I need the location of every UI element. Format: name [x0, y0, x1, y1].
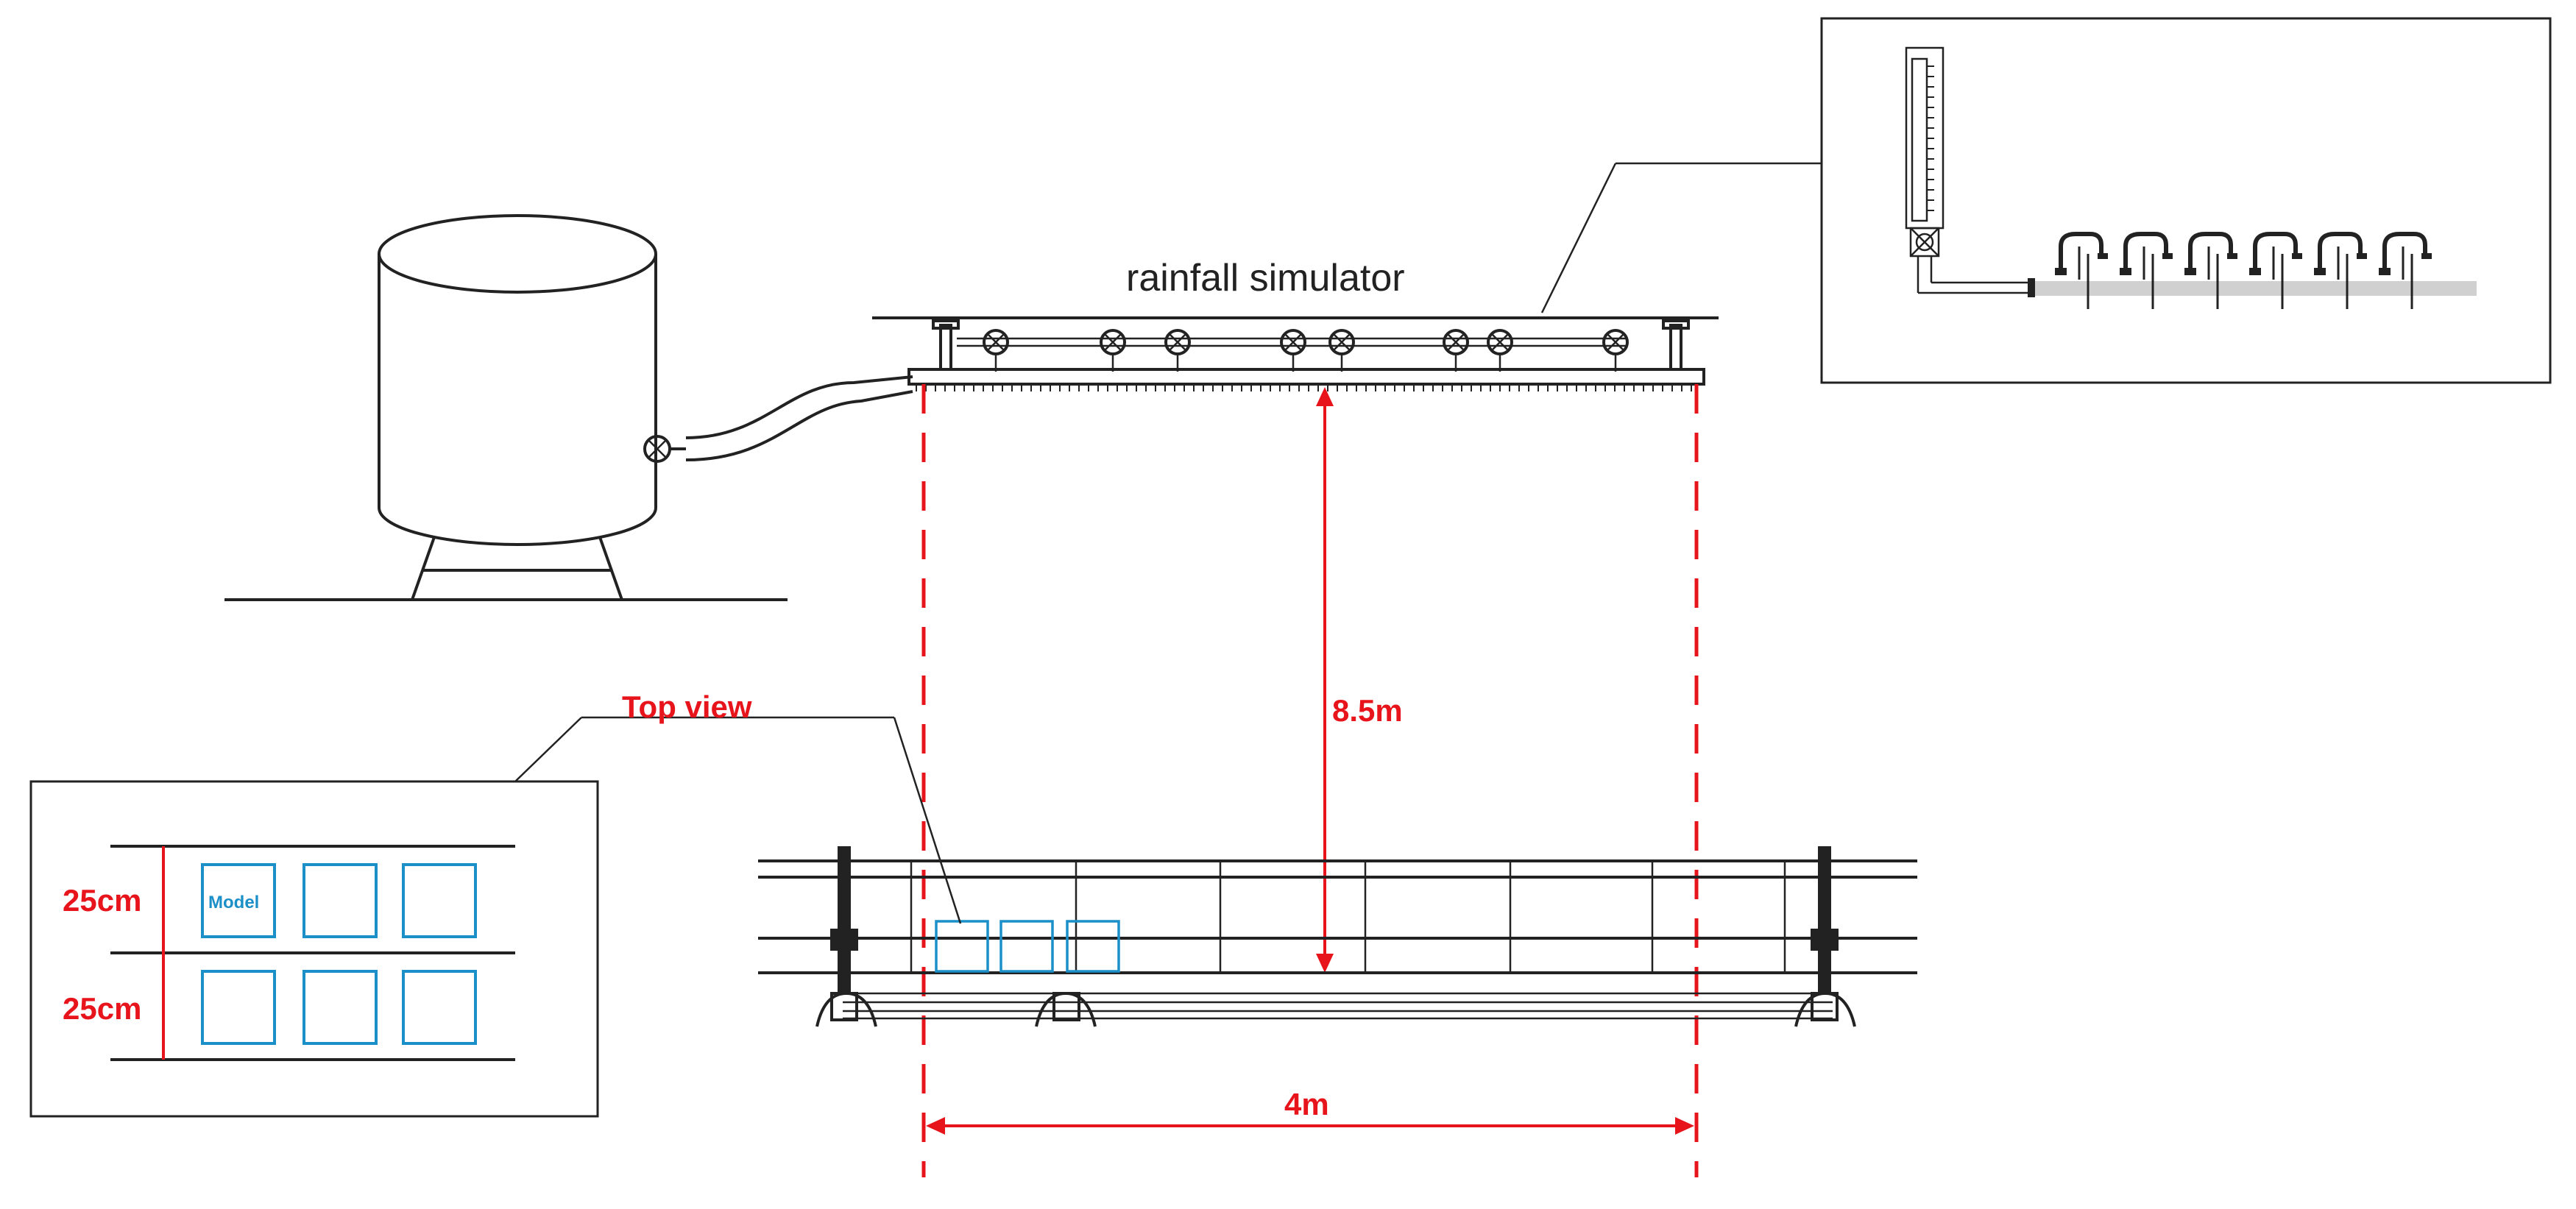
- tank-top: [378, 214, 657, 294]
- bed-rails: [843, 992, 1833, 1020]
- width-label: 4m: [1284, 1087, 1329, 1121]
- test-bed: [758, 846, 1917, 1027]
- model-box: [201, 863, 276, 938]
- model-label: Model: [208, 893, 259, 912]
- bed-frame-verticals: [910, 861, 1786, 973]
- rainfall-simulator: rainfall simulator: [872, 257, 1719, 391]
- flowmeter: [1905, 46, 2035, 297]
- hooked-nozzle: [2055, 232, 2108, 309]
- tank-outlet-valve: [643, 435, 686, 463]
- distribution-nozzles: [2055, 232, 2432, 309]
- bed-models: [935, 920, 1120, 973]
- height-label: 8.5m: [1332, 693, 1403, 728]
- flowmeter-inset: [1540, 17, 2552, 384]
- hooked-nozzle: [2249, 232, 2302, 309]
- hooked-nozzle: [2314, 232, 2367, 309]
- dimensions: 8.5m 4m: [921, 384, 1699, 1177]
- top-view-frame: [29, 780, 599, 1118]
- hooked-nozzle: [2379, 232, 2432, 309]
- water-tank: [224, 214, 913, 601]
- distribution-pipe: [2035, 281, 2477, 296]
- flowmeter-leader: [1540, 163, 1617, 313]
- model-box: [302, 863, 378, 938]
- top-view-inset: Top view 25cm 25cm Model: [29, 689, 962, 1118]
- tank-legs: [411, 536, 623, 600]
- bed-model-box: [935, 920, 989, 973]
- model-box: [201, 970, 276, 1045]
- bed-model-box: [999, 920, 1054, 973]
- width-dimension-arrow: [926, 1117, 1694, 1135]
- flowmeter-scale: [1927, 65, 1934, 211]
- top-view-leader: [514, 717, 582, 782]
- bed-posts: [830, 846, 1839, 993]
- spray-nozzles: [916, 384, 1692, 391]
- tank-body: [378, 254, 657, 546]
- row-height-label-1: 25cm: [63, 883, 141, 918]
- hooked-nozzle: [2120, 232, 2173, 309]
- hooked-nozzle: [2184, 232, 2237, 309]
- height-dimension-arrow: [1316, 387, 1334, 973]
- bed-model-box: [1066, 920, 1120, 973]
- model-box: [402, 863, 477, 938]
- rainfall-simulator-label: rainfall simulator: [1126, 257, 1405, 299]
- spray-bar: [907, 368, 1705, 386]
- inset-models: [201, 863, 477, 1045]
- model-box: [402, 970, 477, 1045]
- simulator-valves: [983, 329, 1629, 372]
- bed-wheels: [815, 991, 1856, 1027]
- model-box: [302, 970, 378, 1045]
- row-height-label-2: 25cm: [63, 991, 141, 1026]
- top-view-label: Top view: [622, 689, 752, 724]
- supply-hose: [685, 375, 913, 461]
